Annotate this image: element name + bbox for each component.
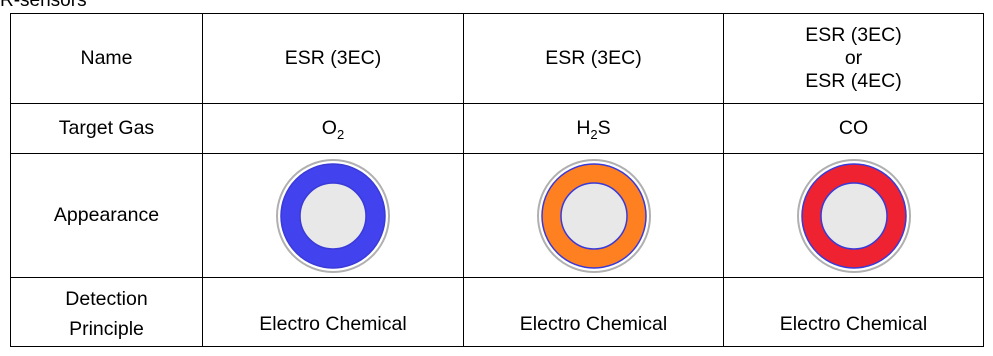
sensor-disc-orange xyxy=(536,158,651,273)
appearance-cell-2 xyxy=(463,153,724,278)
sensor-disc-red xyxy=(796,158,911,273)
name-line: ESR (3EC) xyxy=(284,47,382,69)
name-line: ESR (3EC) xyxy=(545,47,642,69)
gas-cell-h2s: H2S xyxy=(463,103,724,154)
name-cell-2: ESR (3EC) xyxy=(463,13,724,104)
table-row-name: Name ESR (3EC) ESR (3EC) ESR (3EC) or ES… xyxy=(10,13,984,104)
name-cell-1: ESR (3EC) xyxy=(202,13,464,104)
table-row-appearance: Appearance xyxy=(10,153,984,278)
appearance-cell-1 xyxy=(202,153,464,278)
row-label-name: Name xyxy=(10,13,203,104)
sensor-disc-blue xyxy=(276,158,390,273)
row-label-detection: Detection Principle xyxy=(10,277,203,347)
name-line: ESR (4EC) xyxy=(805,70,902,92)
sensor-table: Name ESR (3EC) ESR (3EC) ESR (3EC) or ES… xyxy=(10,13,984,347)
gas-subscript: 2 xyxy=(336,127,345,142)
gas-cell-o2: O2 xyxy=(202,103,464,154)
row-label-target-gas: Target Gas xyxy=(10,103,203,154)
name-line: ESR (3EC) xyxy=(805,24,902,46)
row-label-appearance: Appearance xyxy=(10,153,203,278)
gas-subscript: 2 xyxy=(590,127,598,142)
name-cell-3: ESR (3EC) or ESR (4EC) xyxy=(723,13,984,104)
table-row-target-gas: Target Gas O2 H2S CO xyxy=(10,103,984,154)
table-row-detection: Detection Principle Electro Chemical Ele… xyxy=(10,277,984,347)
name-line: or xyxy=(844,47,863,69)
detection-cell-2: Electro Chemical xyxy=(463,277,724,347)
appearance-cell-3 xyxy=(723,153,984,278)
detection-cell-3: Electro Chemical xyxy=(723,277,984,347)
detection-cell-1: Electro Chemical xyxy=(202,277,464,347)
gas-cell-co: CO xyxy=(723,103,984,154)
table-caption: R-sensors xyxy=(0,0,87,11)
